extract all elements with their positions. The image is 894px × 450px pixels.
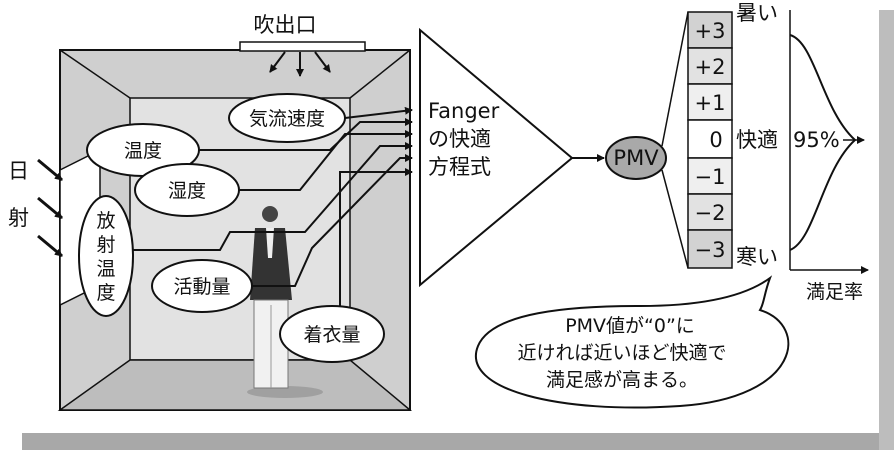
comfortable-label: 快適 (736, 128, 778, 152)
scale-cell-box (687, 229, 733, 269)
bottom-shadow-band (22, 433, 894, 450)
connector-activity (245, 154, 413, 287)
person-head (262, 206, 278, 222)
pmv-label: PMV (613, 146, 659, 170)
equation-line-3: 方程式 (428, 155, 491, 179)
outlet-vent (239, 41, 366, 52)
sun-arrow (37, 196, 63, 220)
air-outlet: 吹出口 (239, 13, 366, 77)
factor-radiant-temp: 放 射 温 度 (78, 195, 134, 317)
factor-bubble (134, 163, 240, 217)
room-edge (59, 49, 131, 99)
sun-label-2: 射 (8, 206, 29, 230)
connector-radiant (132, 142, 413, 251)
sun-arrow (37, 234, 63, 258)
scale-value: +2 (695, 55, 726, 79)
factor-bubble (228, 93, 346, 143)
fanger-equation: Fanger の快適 方程式 (419, 27, 605, 288)
pmv-ellipse (605, 136, 667, 180)
equation-triangle (419, 27, 574, 288)
connector-air-speed (344, 106, 413, 119)
scale-cell: −3 (687, 229, 733, 269)
outlet-arrow (269, 51, 286, 73)
scale-value: +3 (695, 19, 726, 43)
factor-radiant-char: 度 (96, 282, 115, 304)
pmv-fan-line (661, 11, 689, 147)
note-line-2: 近ければ近いほど快適で (517, 342, 726, 364)
factor-radiant-char: 射 (96, 234, 115, 256)
hot-label: 暑い (736, 1, 778, 25)
factor-air-speed-label: 気流速度 (249, 108, 325, 130)
scale-value: −1 (695, 165, 726, 189)
pmv-scale: +3 +2 +1 0 −1 −2 −3 暑い 快適 寒い (687, 1, 778, 269)
sun-label-1: 日 (8, 159, 29, 183)
satisfaction-chart: 95% 満足率 (789, 10, 869, 303)
room-edge (349, 49, 411, 99)
factor-radiant-char: 温 (96, 258, 115, 280)
scale-cell-box (687, 119, 733, 159)
scale-cell: +1 (687, 83, 733, 121)
scale-value: −3 (695, 238, 726, 262)
note-line-1: PMV値が“0”に (565, 315, 695, 337)
scale-cell: −2 (687, 193, 733, 231)
pmv-node: PMV (605, 11, 689, 269)
person-shirt (266, 228, 274, 258)
factor-humidity: 湿度 (134, 163, 240, 217)
solar-radiation: 日 射 (8, 158, 63, 258)
floor-shadow (247, 386, 323, 398)
person-jacket (250, 228, 292, 300)
factor-radiant-char: 放 (96, 210, 115, 232)
right-shadow-band (879, 10, 894, 450)
factor-bubble (78, 195, 134, 317)
note-line-3: 満足感が高まる。 (546, 369, 698, 391)
pmv-fan-line (661, 169, 689, 269)
factor-air-speed: 気流速度 (228, 93, 346, 143)
scale-value: 0 (709, 128, 722, 152)
factor-activity: 活動量 (151, 259, 253, 313)
connector-humidity (235, 130, 413, 191)
scale-cell: 0 (687, 119, 733, 159)
percent-label: 95% (793, 128, 840, 152)
bubble-shape (475, 275, 790, 409)
outlet-arrow (314, 51, 331, 73)
factor-humidity-label: 湿度 (168, 180, 206, 202)
scale-value: −2 (695, 201, 726, 225)
equation-line-2: の快適 (428, 127, 491, 151)
sun-arrow (37, 158, 63, 182)
factor-temperature: 温度 (86, 123, 200, 177)
scale-cell: −1 (687, 157, 733, 195)
factor-clothing-label: 着衣量 (303, 324, 360, 346)
note-bubble: PMV値が“0”に 近ければ近いほど快適で 満足感が高まる。 (475, 275, 790, 409)
scale-cell: +3 (687, 11, 733, 49)
factor-temperature-label: 温度 (124, 140, 162, 162)
scale-cell: +2 (687, 47, 733, 85)
outlet-label: 吹出口 (254, 13, 317, 37)
factor-bubble (151, 259, 253, 313)
scale-value: +1 (695, 91, 726, 115)
cold-label: 寒い (736, 245, 778, 269)
factor-bubble (279, 305, 385, 363)
factor-activity-label: 活動量 (173, 276, 230, 298)
equation-line-1: Fanger (428, 99, 500, 123)
factor-clothing: 着衣量 (279, 305, 385, 363)
satisfaction-label: 満足率 (806, 281, 863, 303)
scale-cell-box (687, 157, 733, 195)
connector-temperature (195, 118, 413, 151)
